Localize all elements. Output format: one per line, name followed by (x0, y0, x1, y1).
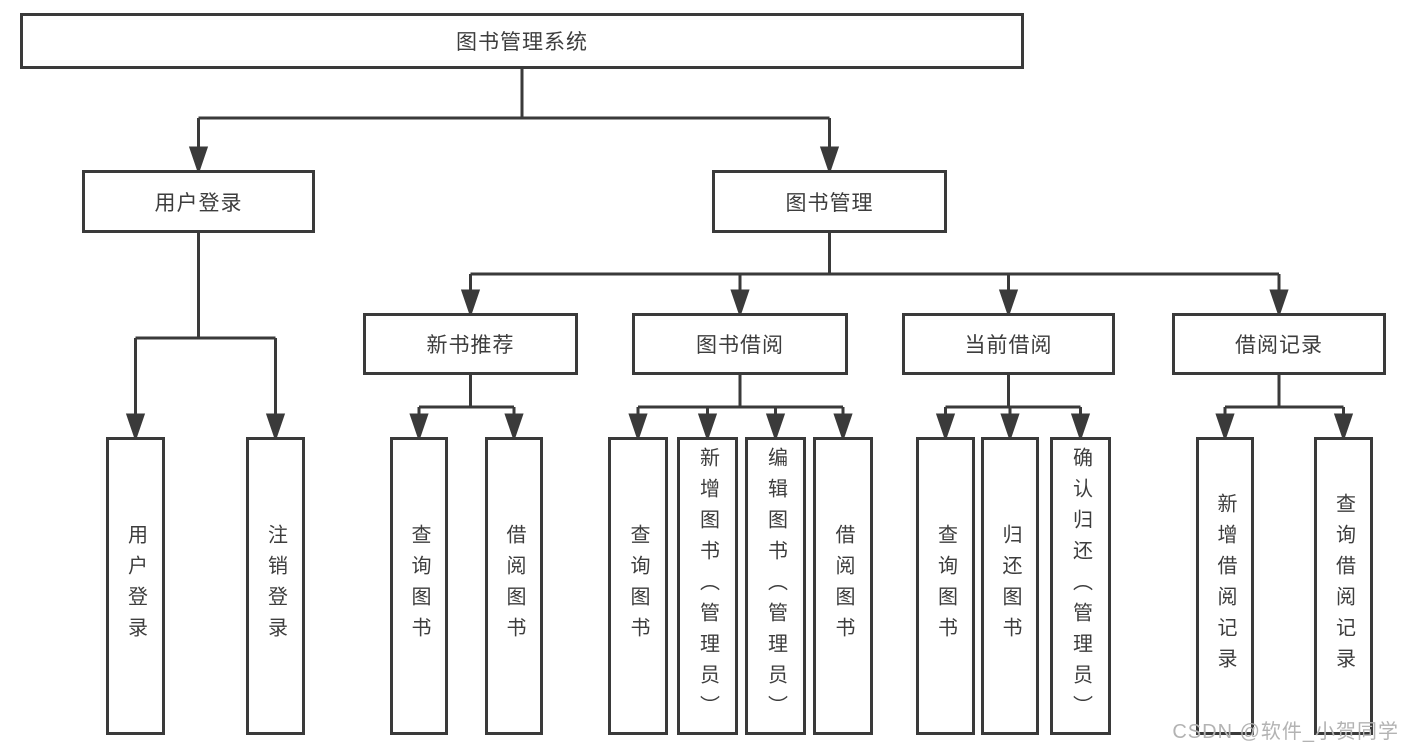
node-library-management-system: 图书管理系统 (20, 13, 1024, 69)
node-label: 查询图书 (408, 524, 430, 648)
node-current-borrow: 当前借阅 (902, 313, 1115, 375)
csdn-watermark: CSDN @软件_小贺同学 (1172, 721, 1399, 743)
node-label: 借阅图书 (503, 524, 525, 648)
leaf-current-return-book: 归还图书 (981, 437, 1039, 735)
node-label: 新增借阅记录 (1214, 493, 1236, 679)
leaf-user-login: 用户登录 (106, 437, 165, 735)
node-label: 图书借阅 (696, 334, 784, 357)
node-label: 查询借阅记录 (1332, 493, 1355, 679)
node-label: 确认归还（管理员） (1069, 446, 1092, 726)
leaf-current-query-book: 查询图书 (916, 437, 975, 735)
leaf-recommend-query-book: 查询图书 (390, 437, 448, 735)
node-label: 借阅记录 (1235, 334, 1323, 357)
leaf-recommend-borrow-book: 借阅图书 (485, 437, 543, 735)
node-label: 图书管理系统 (456, 31, 588, 54)
connector-current-to-leaves (935, 375, 1091, 442)
leaf-borrow-edit-book-admin: 编辑图书（管理员） (745, 437, 806, 735)
node-book-borrow: 图书借阅 (632, 313, 848, 375)
leaf-current-confirm-return-admin: 确认归还（管理员） (1050, 437, 1111, 735)
connector-bookmgmt-to-level2 (460, 233, 1289, 318)
leaf-logout: 注销登录 (246, 437, 305, 735)
connector-borrow-to-leaves (628, 375, 853, 442)
leaf-records-query-record: 查询借阅记录 (1314, 437, 1373, 735)
leaf-records-add-record: 新增借阅记录 (1196, 437, 1254, 735)
node-label: 新书推荐 (426, 334, 515, 357)
connector-recommend-to-leaves (409, 375, 524, 442)
node-borrow-records: 借阅记录 (1172, 313, 1386, 375)
node-label: 查询图书 (934, 524, 957, 648)
leaf-borrow-query-book: 查询图书 (608, 437, 668, 735)
node-label: 图书管理 (785, 191, 874, 215)
leaf-borrow-add-book-admin: 新增图书（管理员） (677, 437, 738, 735)
node-label: 用户登录 (124, 524, 147, 648)
node-label: 注销登录 (264, 524, 287, 648)
connector-userlogin-to-leaves (125, 233, 286, 442)
node-user-login: 用户登录 (82, 170, 315, 233)
node-label: 借阅图书 (832, 524, 854, 648)
node-book-management: 图书管理 (712, 170, 947, 233)
connector-root-to-level1 (188, 68, 840, 175)
node-label: 当前借阅 (964, 334, 1053, 357)
node-label: 用户登录 (154, 191, 243, 215)
node-new-book-recommend: 新书推荐 (363, 313, 578, 375)
leaf-borrow-borrow-book: 借阅图书 (813, 437, 873, 735)
node-label: 编辑图书（管理员） (764, 446, 787, 726)
node-label: 查询图书 (627, 524, 649, 648)
node-label: 归还图书 (999, 524, 1021, 648)
node-label: 新增图书（管理员） (696, 446, 719, 726)
connector-records-to-leaves (1215, 375, 1354, 442)
